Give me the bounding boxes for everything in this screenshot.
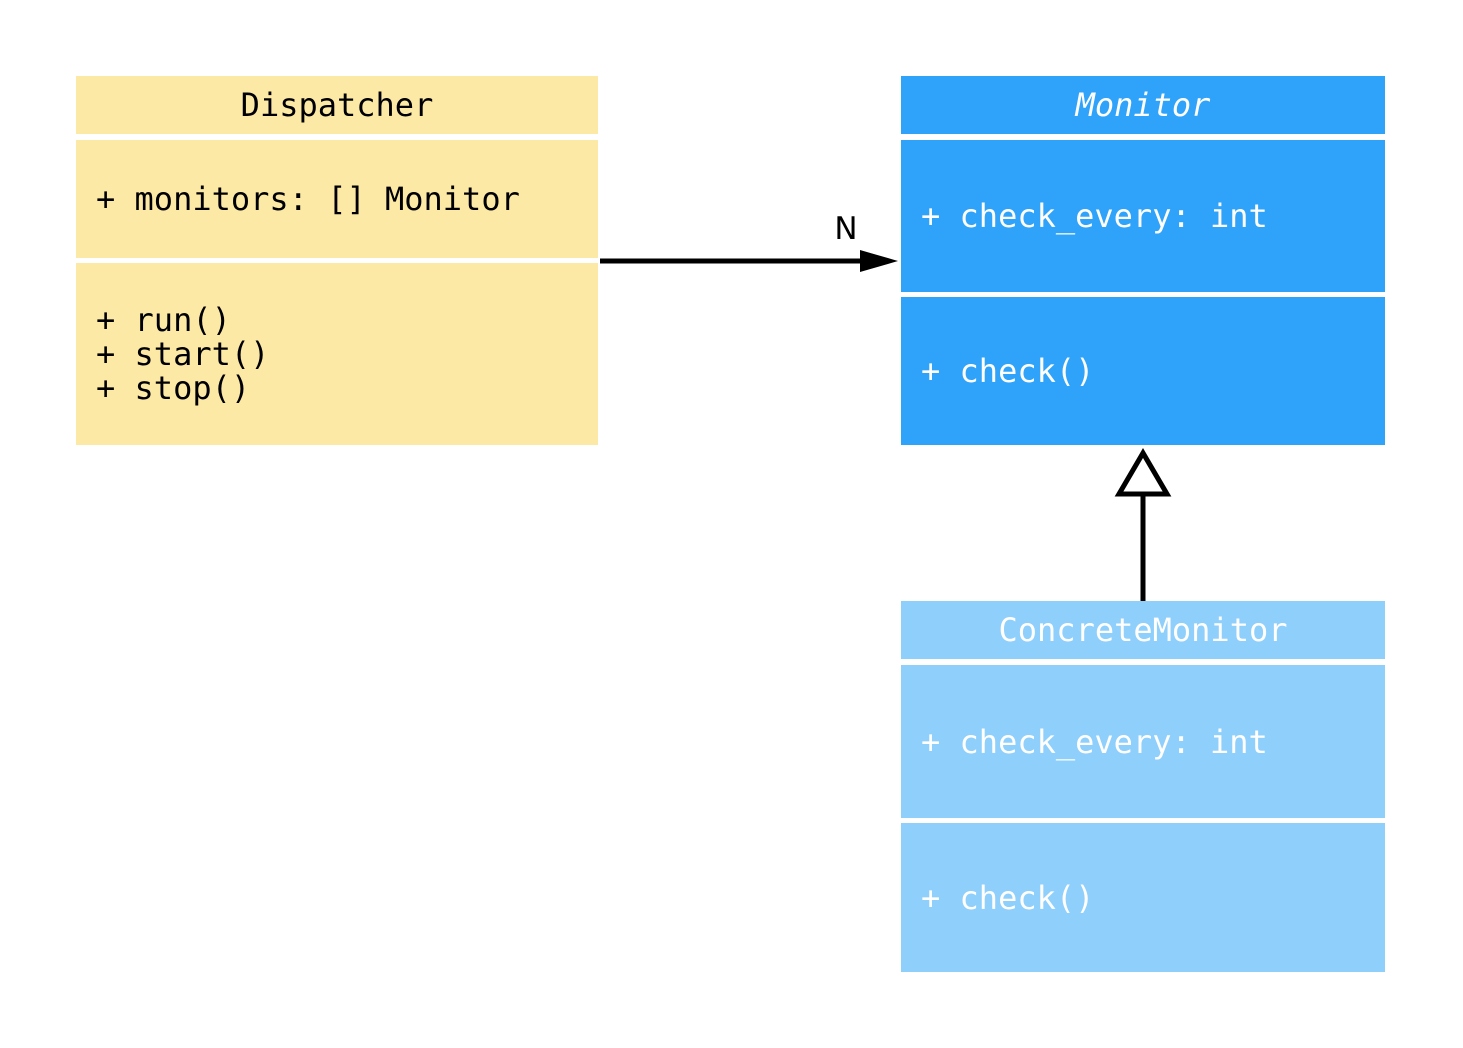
methods-section-monitor: + check() xyxy=(901,297,1385,445)
methods-section-dispatcher: + run() + start() + stop() xyxy=(76,263,598,445)
class-title-dispatcher: Dispatcher xyxy=(76,76,598,134)
method-row: + check() xyxy=(921,878,1095,917)
class-title-monitor: Monitor xyxy=(901,76,1385,134)
method-row: + start() xyxy=(96,335,270,373)
attributes-section-monitor: + check_every: int xyxy=(901,140,1385,292)
association-arrowhead-icon xyxy=(860,250,898,272)
attribute-row: + check_every: int xyxy=(921,722,1268,761)
attributes-section-concrete-monitor: + check_every: int xyxy=(901,665,1385,818)
class-box-monitor: Monitor + check_every: int + check() xyxy=(901,76,1385,445)
association-arrow xyxy=(600,250,898,272)
attribute-row: + monitors: [] Monitor xyxy=(96,180,520,218)
inheritance-arrow xyxy=(1114,448,1172,601)
class-title-concrete-monitor: ConcreteMonitor xyxy=(901,601,1385,659)
multiplicity-label: N xyxy=(834,211,858,247)
methods-section-concrete-monitor: + check() xyxy=(901,823,1385,972)
method-row: + stop() xyxy=(96,369,251,407)
class-box-concrete-monitor: ConcreteMonitor + check_every: int + che… xyxy=(901,601,1385,972)
class-box-dispatcher: Dispatcher + monitors: [] Monitor + run(… xyxy=(76,76,598,445)
method-row: + run() xyxy=(96,301,231,339)
inheritance-triangle-icon xyxy=(1114,448,1172,497)
attribute-row: + check_every: int xyxy=(921,197,1268,235)
method-row: + check() xyxy=(921,352,1095,390)
attributes-section-dispatcher: + monitors: [] Monitor xyxy=(76,140,598,258)
